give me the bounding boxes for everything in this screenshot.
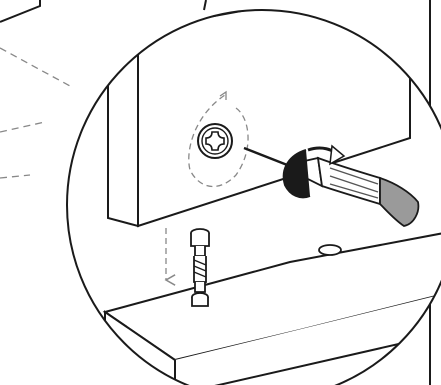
magnified-view [60,0,441,385]
dowel-hole [319,245,341,255]
dowel [191,229,209,306]
cam-lock [198,124,232,158]
leader-lines [0,48,70,178]
